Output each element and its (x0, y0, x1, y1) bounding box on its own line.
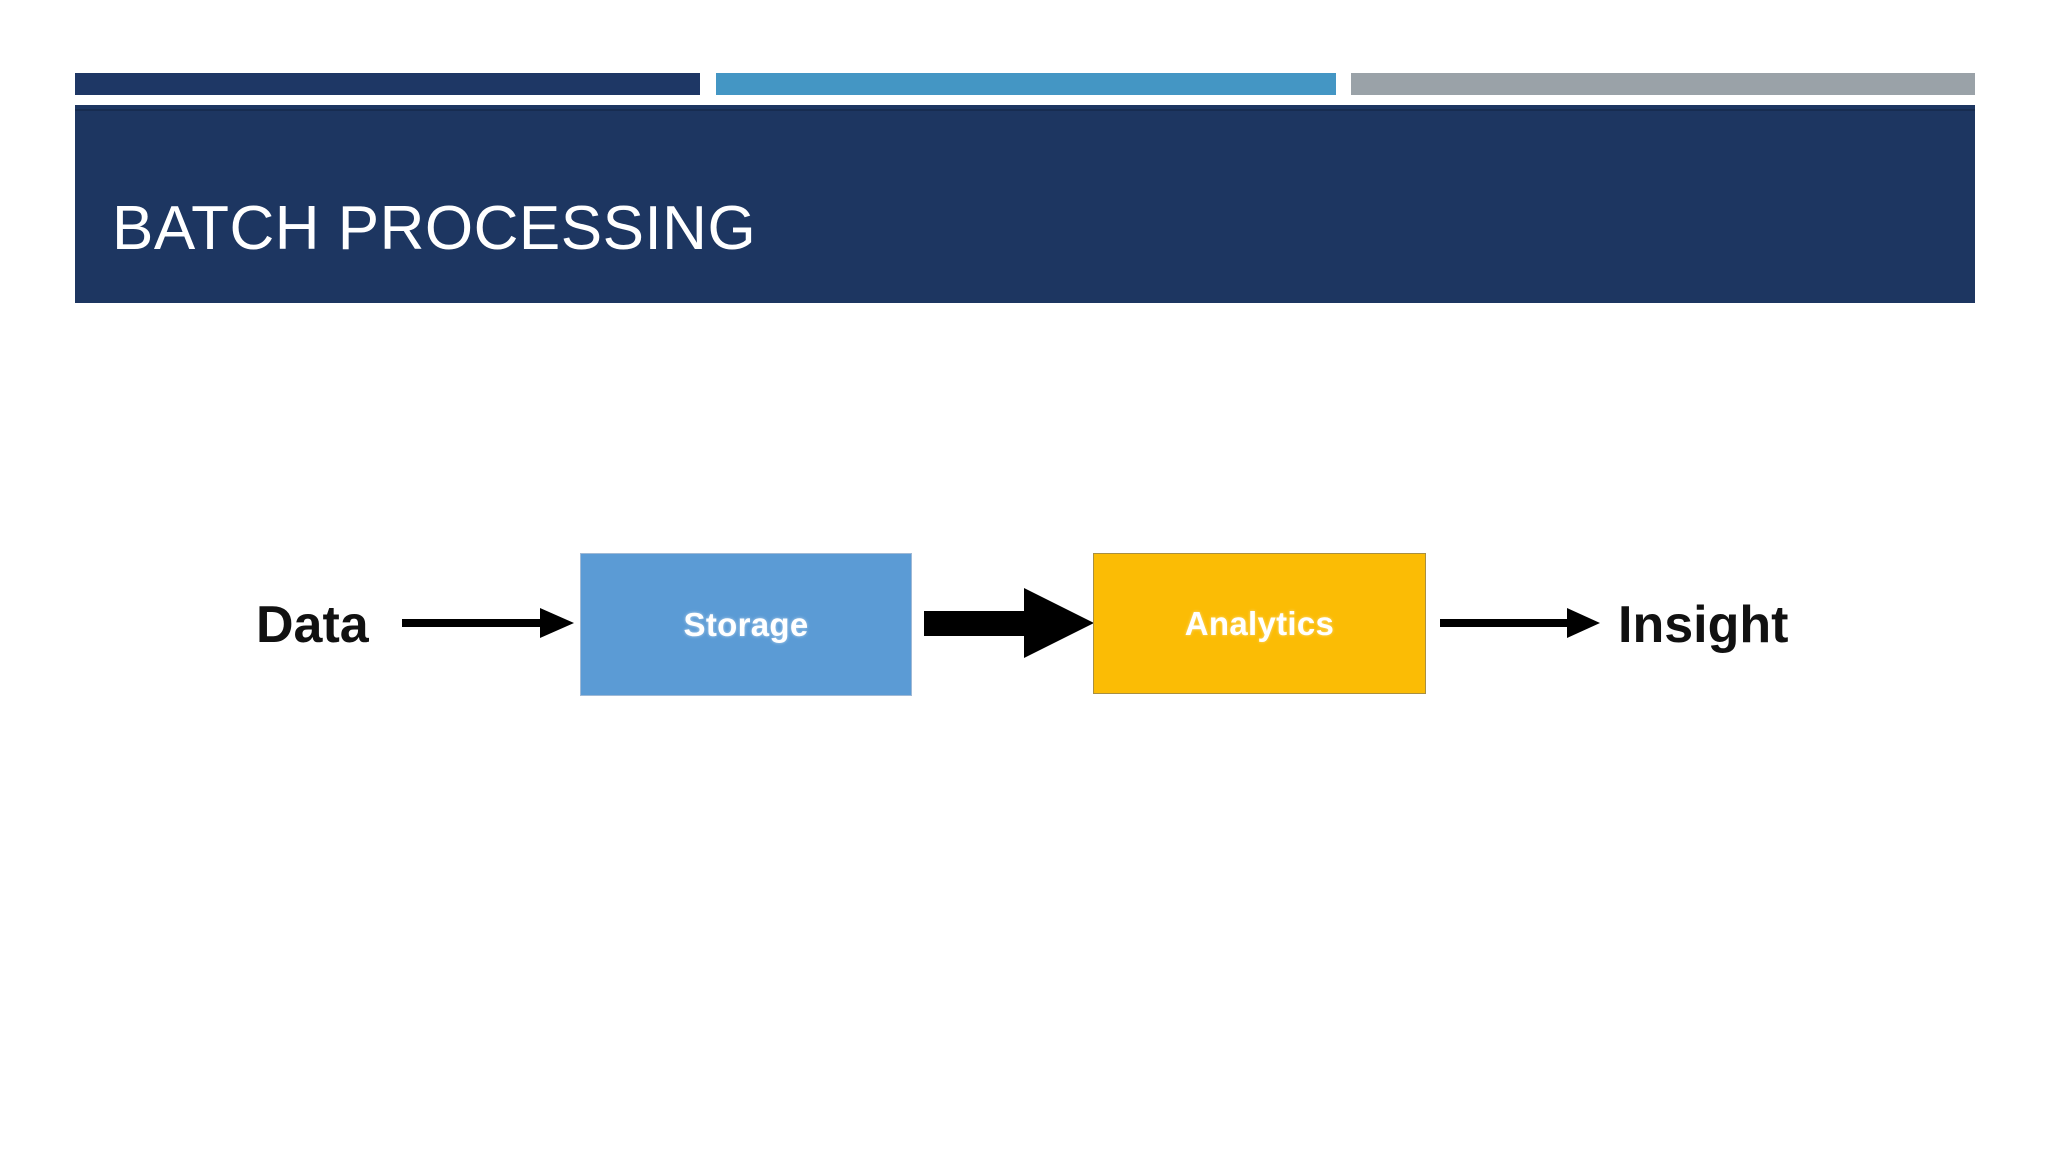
arrow-storage-to-analytics-icon (924, 582, 1094, 664)
batch-processing-flow-diagram: Data Storage Analytics Insight (0, 380, 2048, 900)
banner-top-hairline (75, 109, 1975, 111)
flow-node-insight-label: Insight (1618, 596, 1789, 654)
flow-node-analytics[interactable]: Analytics (1093, 553, 1426, 694)
arrow-analytics-to-insight-icon (1440, 606, 1600, 640)
title-banner (75, 105, 1975, 303)
flow-node-analytics-label: Analytics (1184, 604, 1335, 642)
accent-bar-blue (716, 73, 1336, 95)
accent-bar-gray (1351, 73, 1975, 95)
flow-node-storage[interactable]: Storage (580, 553, 912, 696)
page-title: BATCH PROCESSING (112, 194, 757, 263)
accent-bar-navy (75, 73, 700, 95)
flow-node-data-label: Data (256, 596, 369, 654)
arrow-data-to-storage-icon (402, 606, 574, 640)
flow-node-storage-label: Storage (683, 605, 809, 643)
